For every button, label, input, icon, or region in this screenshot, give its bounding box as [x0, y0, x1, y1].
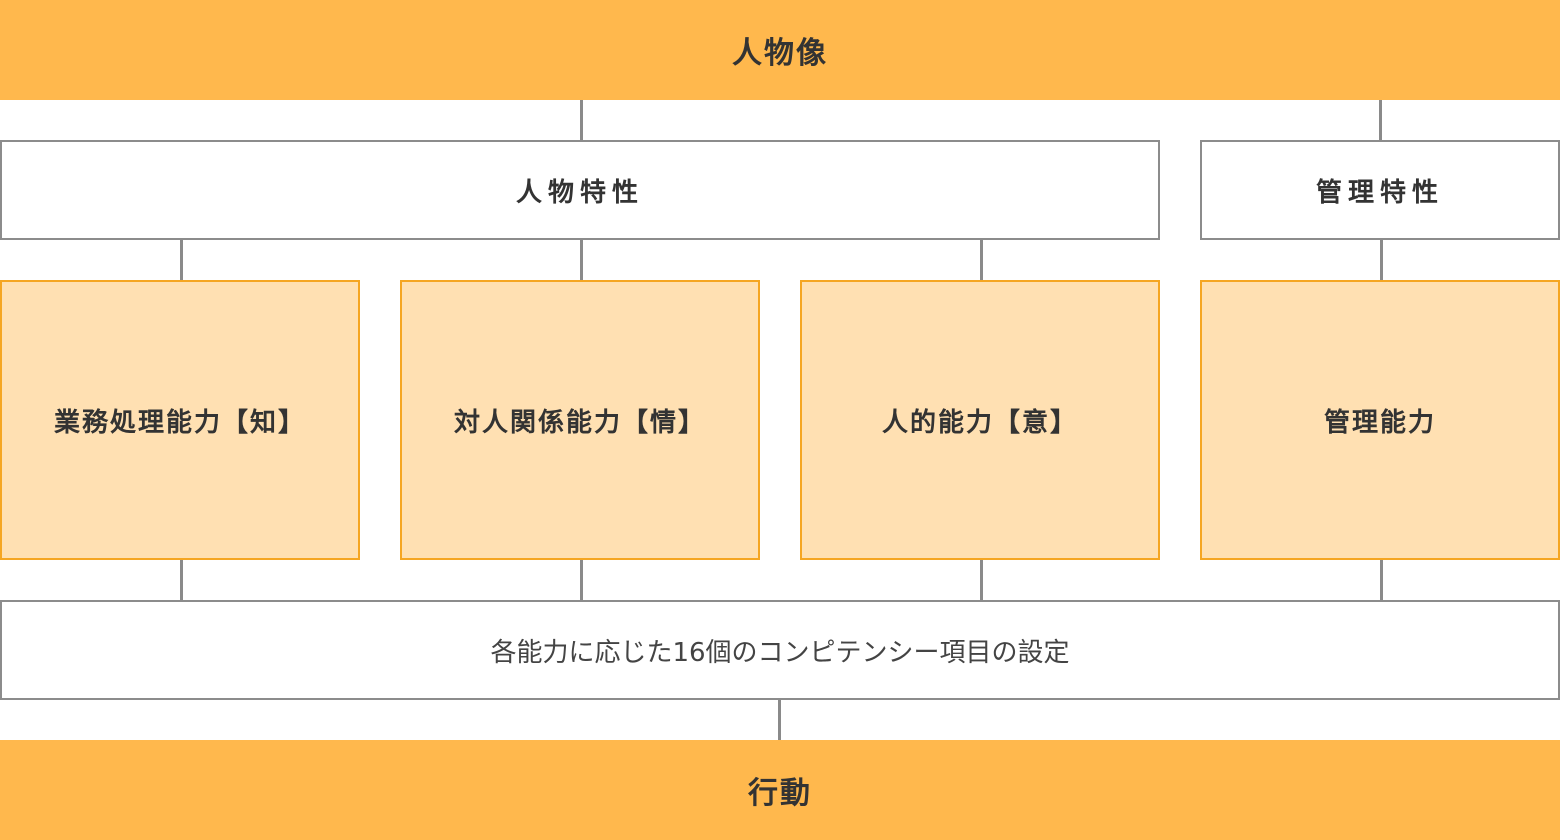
management-ability-box: 管理能力	[1200, 280, 1560, 560]
connector-settings-to-action	[778, 700, 781, 740]
human-ability-box: 人的能力【意】	[800, 280, 1160, 560]
persona-label: 人物像	[732, 36, 828, 71]
connector-human-to-settings	[980, 560, 983, 600]
connector-management-to-settings	[1380, 560, 1383, 600]
personal-characteristics-box: 人物特性	[0, 140, 1160, 240]
management-ability-label: 管理能力	[1323, 407, 1436, 438]
management-characteristics-box: 管理特性	[1200, 140, 1560, 240]
connector-personal-to-business	[180, 240, 183, 280]
competency-settings-label: 各能力に応じた16個のコンピテンシー項目の設定	[490, 637, 1070, 668]
persona-band: 人物像	[0, 0, 1560, 100]
business-processing-ability-box: 業務処理能力【知】	[0, 280, 360, 560]
action-label: 行動	[748, 776, 812, 811]
connector-persona-to-management	[1379, 100, 1382, 140]
action-band: 行動	[0, 740, 1560, 840]
connector-business-to-settings	[180, 560, 183, 600]
interpersonal-ability-label: 対人関係能力【情】	[453, 407, 706, 438]
connector-interpersonal-to-settings	[580, 560, 583, 600]
competency-settings-box: 各能力に応じた16個のコンピテンシー項目の設定	[0, 600, 1560, 700]
connector-personal-to-human	[980, 240, 983, 280]
business-processing-ability-label: 業務処理能力【知】	[53, 407, 306, 438]
connector-persona-to-personal	[580, 100, 583, 140]
connector-personal-to-interpersonal	[580, 240, 583, 280]
human-ability-label: 人的能力【意】	[881, 407, 1078, 438]
personal-characteristics-label: 人物特性	[515, 177, 644, 208]
management-characteristics-label: 管理特性	[1315, 177, 1444, 208]
connector-management-to-management-ability	[1380, 240, 1383, 280]
interpersonal-ability-box: 対人関係能力【情】	[400, 280, 760, 560]
